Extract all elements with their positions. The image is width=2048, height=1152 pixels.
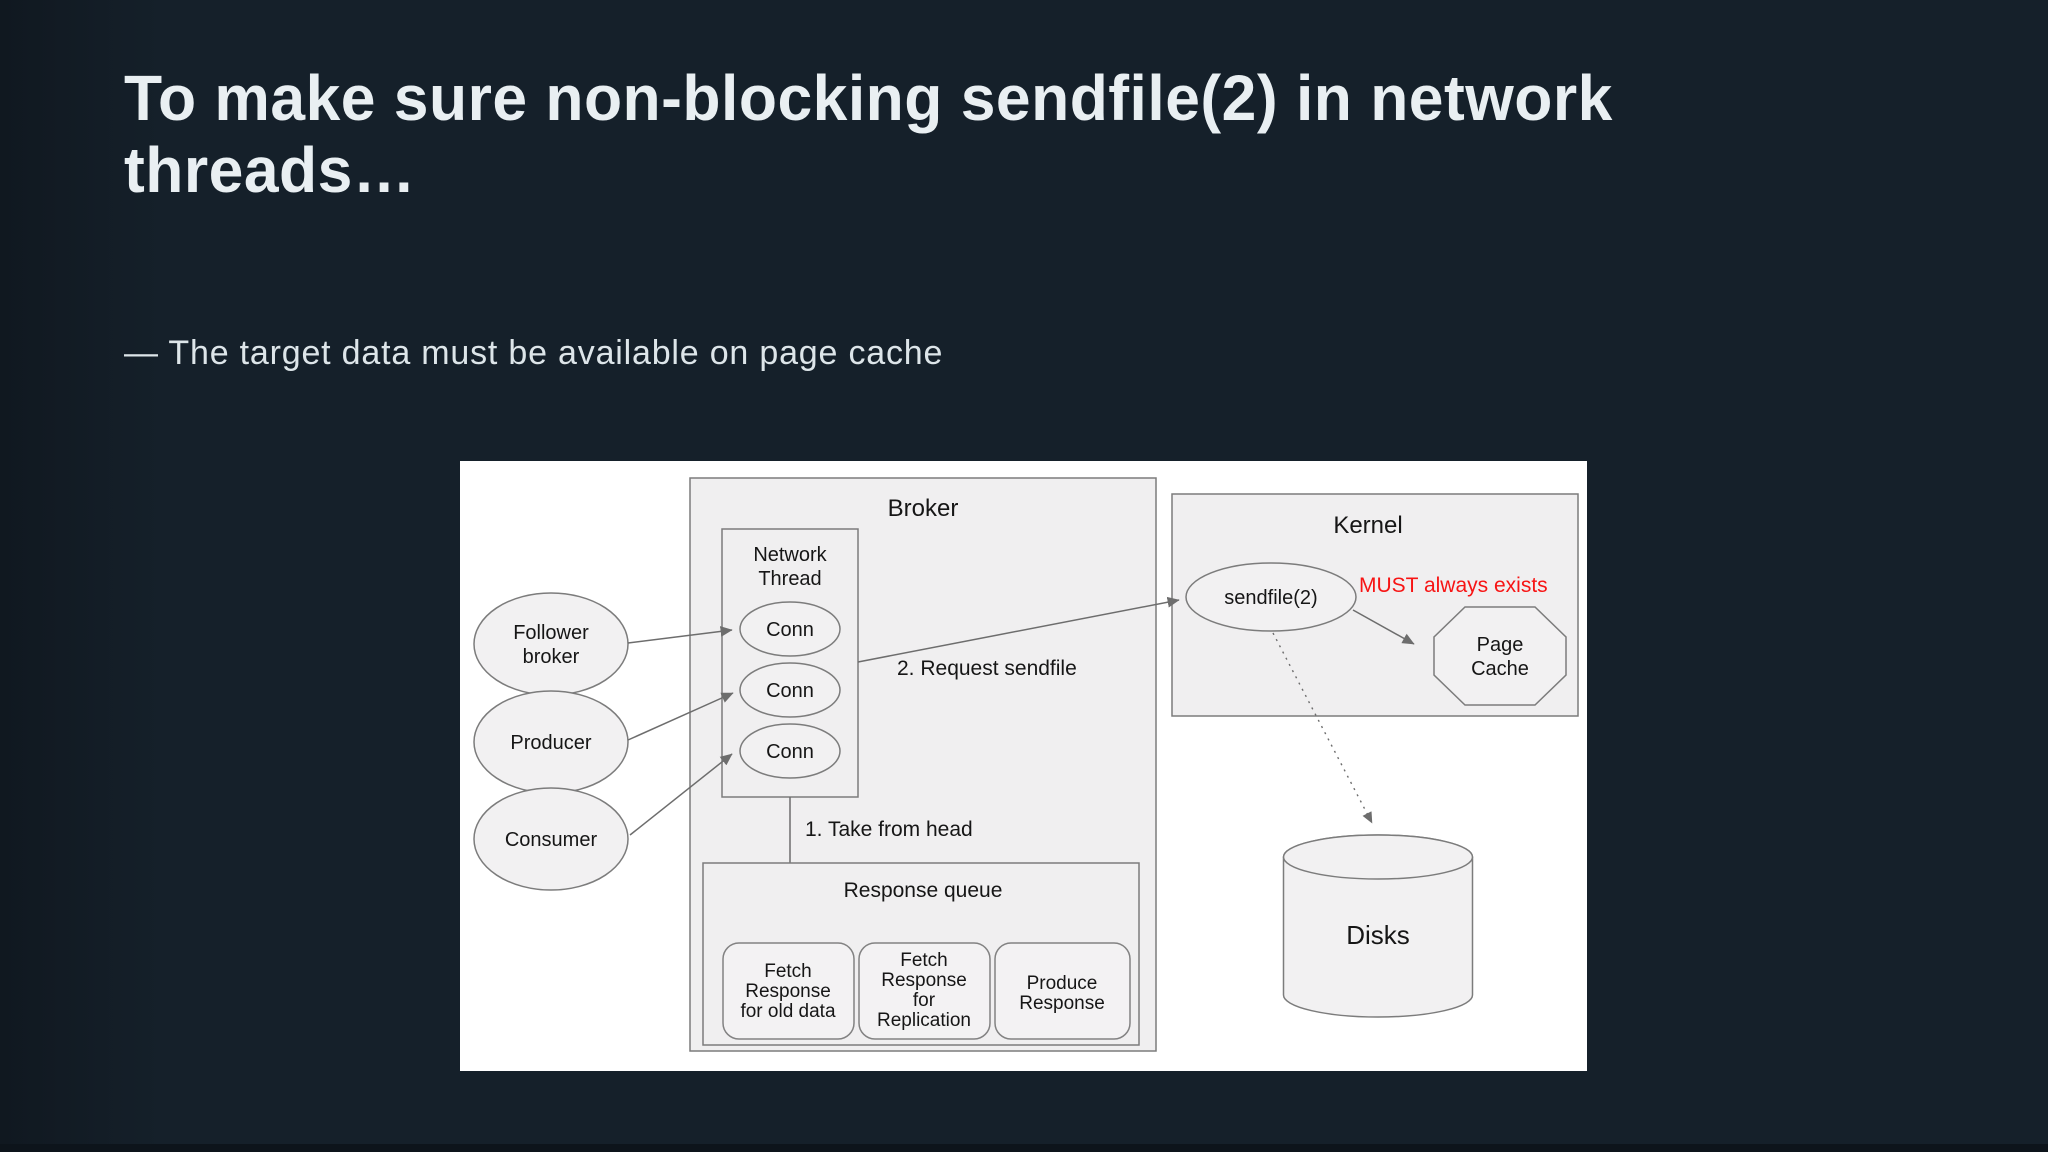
arrow-follower-to-conn1 (627, 626, 733, 644)
follower-broker-label-line1: Follower (513, 622, 589, 644)
producer-label: Producer (510, 732, 591, 754)
follower-broker-ellipse (473, 592, 629, 696)
queue-item-1-line1: Fetch (764, 961, 812, 982)
slide-title-line1: To make sure non-blocking sendfile(2) in… (124, 62, 1613, 134)
conn-ellipse-2 (739, 662, 841, 718)
queue-item-2-line1: Fetch (900, 950, 948, 971)
take-from-head-annotation: 1. Take from head (805, 818, 973, 841)
disks-cylinder-top (1282, 834, 1474, 880)
sendfile-label: sendfile(2) (1224, 587, 1317, 609)
queue-item-2-line4: Replication (877, 1010, 971, 1031)
network-thread-label-line1: Network (753, 544, 827, 566)
queue-item-2-line2: Response (881, 970, 967, 991)
response-queue-label: Response queue (844, 879, 1003, 902)
architecture-diagram: Broker Kernel Network Thread Conn Conn C… (460, 461, 1587, 1071)
conn-label-2: Conn (766, 680, 814, 702)
bottom-edge-strip (0, 1144, 2048, 1152)
slide-bullet: — The target data must be available on p… (124, 334, 944, 372)
conn-label-3: Conn (766, 741, 814, 763)
must-always-exists-label: MUST always exists (1359, 574, 1548, 597)
arrow-producer-to-conn2 (627, 692, 734, 741)
conn-label-1: Conn (766, 619, 814, 641)
disks-label: Disks (1346, 920, 1410, 950)
arrow-sendfile-to-pagecache (1352, 609, 1415, 645)
conn-ellipse-3 (739, 723, 841, 779)
queue-item-1-line3: for old data (740, 1001, 835, 1022)
queue-item-fetch-old-data (722, 942, 855, 1040)
queue-item-3-line1: Produce (1027, 973, 1098, 994)
broker-label: Broker (888, 495, 959, 522)
consumer-ellipse (473, 787, 629, 891)
diagram-svg: Broker Kernel Network Thread Conn Conn C… (473, 477, 1579, 1052)
arrow-consumer-to-conn3 (629, 753, 733, 836)
conn-ellipse-1 (739, 601, 841, 657)
arrow-sendfile-to-disks (1272, 632, 1373, 824)
page-cache-shape (1433, 606, 1567, 706)
queue-item-1-line2: Response (745, 981, 831, 1002)
page-cache-label-line1: Page (1477, 634, 1524, 656)
sendfile-ellipse (1185, 562, 1357, 632)
slide-title: To make sure non-blocking sendfile(2) in… (124, 62, 1840, 206)
page-cache-label-line2: Cache (1471, 658, 1529, 680)
request-sendfile-annotation: 2. Request sendfile (897, 657, 1077, 680)
arrow-request-sendfile (857, 596, 1180, 663)
queue-item-produce-response (994, 942, 1131, 1040)
consumer-label: Consumer (505, 829, 598, 851)
follower-broker-label-line2: broker (523, 646, 580, 668)
network-thread-label-line2: Thread (758, 568, 821, 590)
queue-item-3-line2: Response (1019, 993, 1105, 1014)
kernel-label: Kernel (1333, 512, 1402, 539)
queue-item-2-line3: for (913, 990, 936, 1011)
slide-title-line2: threads… (124, 134, 416, 206)
queue-item-fetch-replication (858, 942, 991, 1040)
